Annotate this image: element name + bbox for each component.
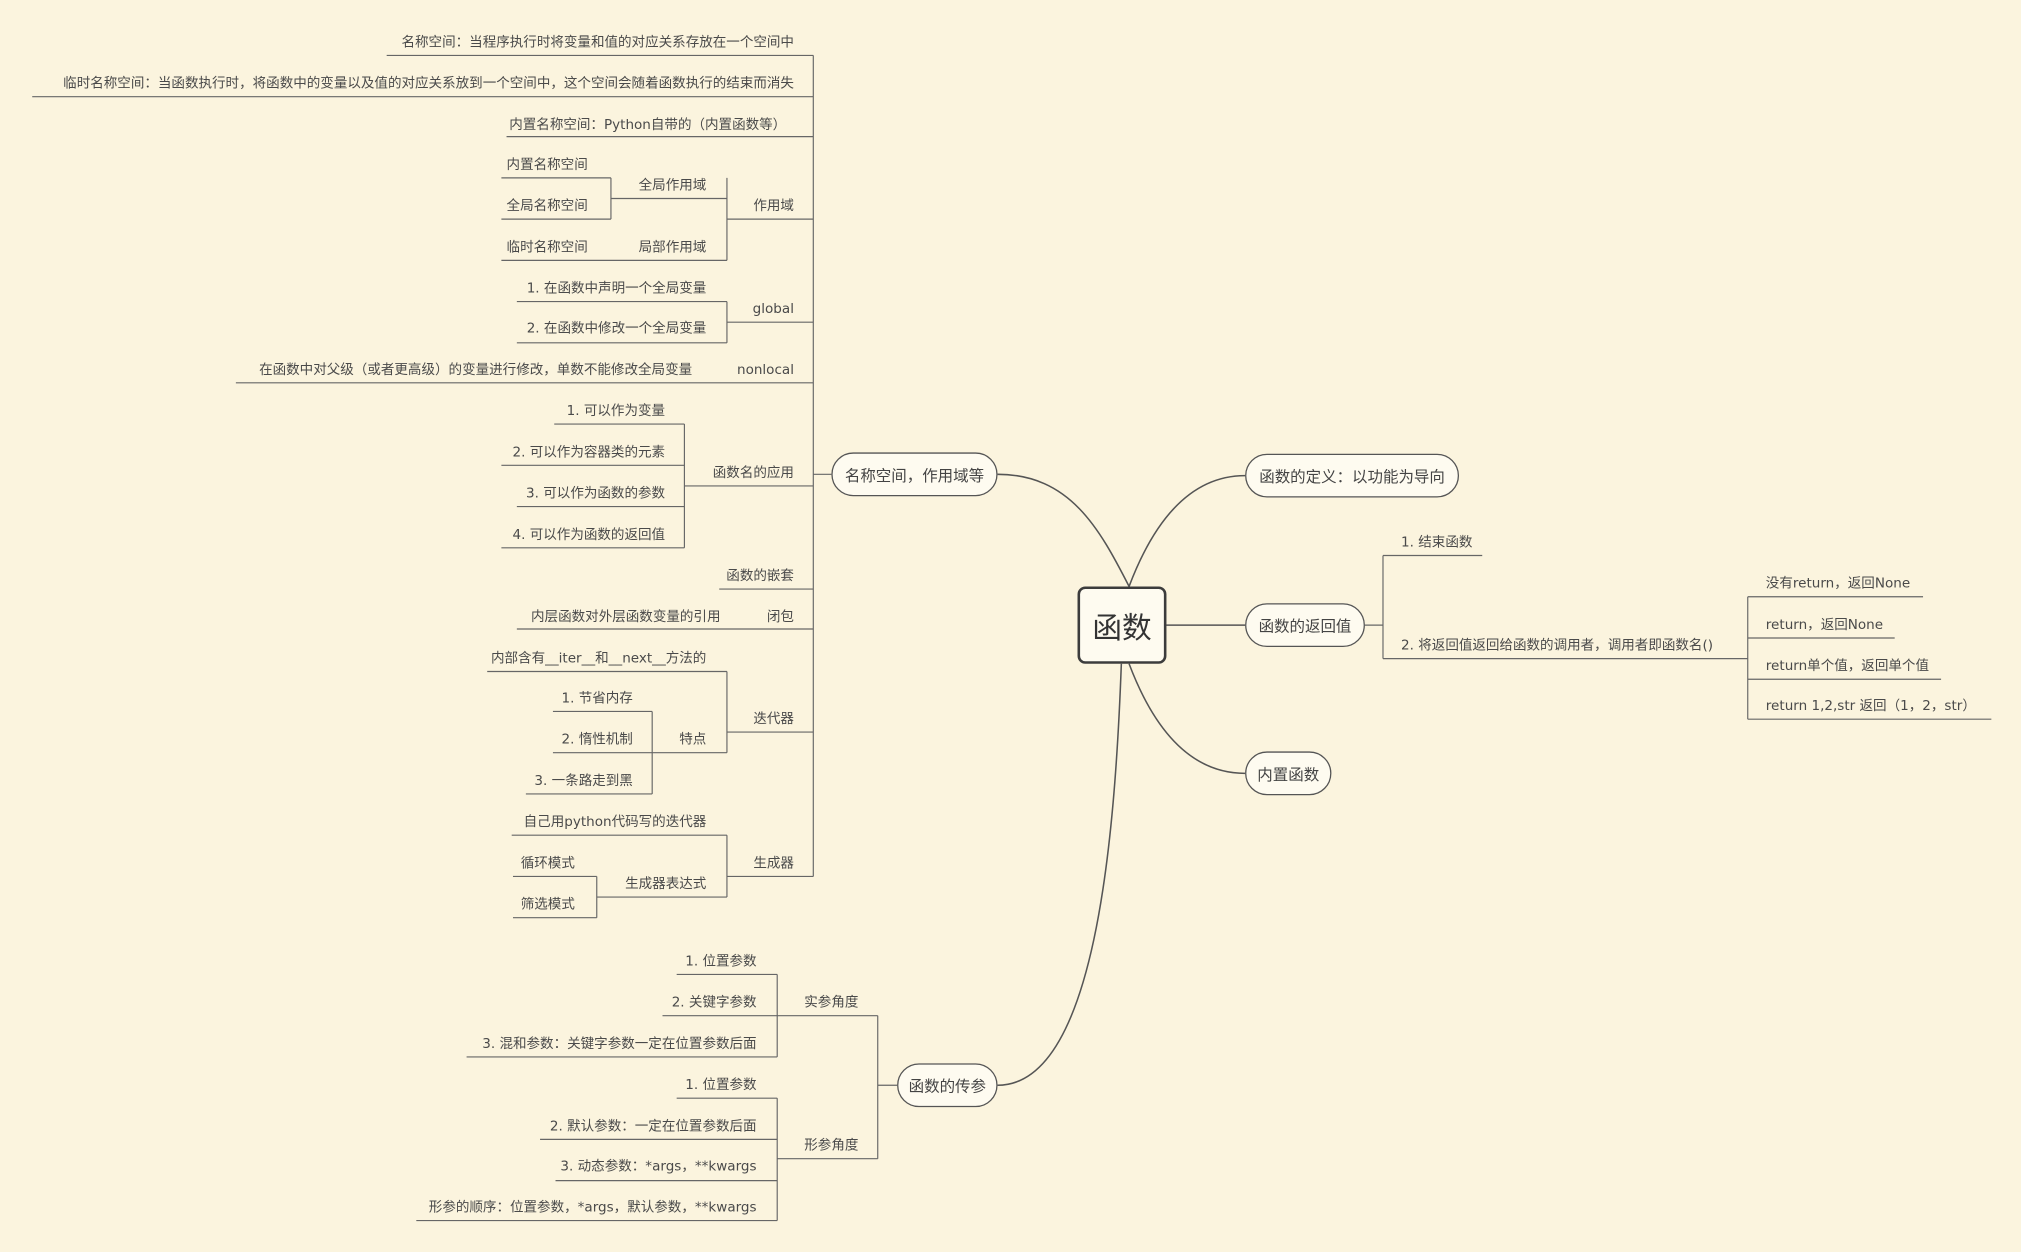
formal-param-item[interactable]: 形参的顺序：位置参数，*args，默认参数，**kwargs bbox=[428, 1199, 757, 1216]
branch-params[interactable]: 函数的传参 bbox=[897, 1063, 998, 1108]
branch-namespace[interactable]: 名称空间，作用域等 bbox=[831, 452, 998, 497]
branch-return-value[interactable]: 函数的返回值 bbox=[1245, 603, 1365, 648]
iterator-label[interactable]: 迭代器 bbox=[753, 711, 794, 727]
iterator-desc[interactable]: 内部含有__iter__和__next__方法的 bbox=[490, 650, 707, 667]
fn-name-item[interactable]: 1. 可以作为变量 bbox=[566, 403, 666, 419]
global-scope-label[interactable]: 全局作用域 bbox=[638, 177, 707, 194]
generator-mode[interactable]: 循环模式 bbox=[520, 855, 575, 872]
generator-desc[interactable]: 自己用python代码写的迭代器 bbox=[523, 814, 707, 831]
iterator-feature[interactable]: 2. 惰性机制 bbox=[561, 732, 633, 748]
actual-param-item[interactable]: 3. 混和参数：关键字参数一定在位置参数后面 bbox=[482, 1036, 757, 1052]
formal-param-item[interactable]: 2. 默认参数：一定在位置参数后面 bbox=[549, 1118, 757, 1135]
fn-name-item[interactable]: 4. 可以作为函数的返回值 bbox=[512, 527, 666, 543]
global-keyword-label[interactable]: global bbox=[752, 301, 794, 318]
root-topic[interactable]: 函数 bbox=[1077, 586, 1167, 664]
global-scope-item[interactable]: 全局名称空间 bbox=[506, 198, 588, 214]
scope-label[interactable]: 作用域 bbox=[753, 198, 794, 214]
actual-param-item[interactable]: 1. 位置参数 bbox=[685, 953, 757, 970]
fn-name-label[interactable]: 函数名的应用 bbox=[712, 465, 794, 481]
return-sub-item[interactable]: return单个值，返回单个值 bbox=[1765, 658, 1929, 675]
closure-desc[interactable]: 内层函数对外层函数变量的引用 bbox=[531, 609, 721, 626]
generator-label[interactable]: 生成器 bbox=[753, 855, 794, 872]
closure-label[interactable]: 闭包 bbox=[766, 609, 794, 626]
local-scope-label[interactable]: 局部作用域 bbox=[638, 239, 707, 256]
fn-name-item[interactable]: 3. 可以作为函数的参数 bbox=[526, 485, 666, 502]
return-sub-item[interactable]: 没有return，返回None bbox=[1765, 576, 1911, 592]
return-sub-item[interactable]: return 1,2,str 返回（1，2，str） bbox=[1765, 698, 1976, 715]
generator-expr-label[interactable]: 生成器表达式 bbox=[625, 876, 707, 892]
return-item[interactable]: 1. 结束函数 bbox=[1401, 534, 1473, 551]
nonlocal-desc[interactable]: 在函数中对父级（或者更高级）的变量进行修改，单数不能修改全局变量 bbox=[259, 362, 693, 378]
global-item[interactable]: 2. 在函数中修改一个全局变量 bbox=[526, 320, 707, 337]
global-scope-item[interactable]: 内置名称空间 bbox=[506, 157, 588, 173]
nonlocal-label[interactable]: nonlocal bbox=[736, 362, 794, 378]
generator-mode[interactable]: 筛选模式 bbox=[520, 897, 575, 913]
actual-param-item[interactable]: 2. 关键字参数 bbox=[671, 995, 757, 1011]
return-item[interactable]: 2. 将返回值返回给函数的调用者，调用者即函数名() bbox=[1401, 638, 1714, 654]
iterator-feature[interactable]: 3. 一条路走到黑 bbox=[534, 773, 633, 789]
local-scope-item[interactable]: 临时名称空间 bbox=[506, 239, 588, 256]
branch-builtin[interactable]: 内置函数 bbox=[1245, 751, 1332, 796]
builtin-namespace-label[interactable]: 内置名称空间：Python自带的（内置函数等） bbox=[509, 117, 787, 133]
branch-definition[interactable]: 函数的定义：以功能为导向 bbox=[1245, 453, 1460, 498]
nesting-label[interactable]: 函数的嵌套 bbox=[726, 568, 794, 584]
global-item[interactable]: 1. 在函数中声明一个全局变量 bbox=[526, 280, 707, 297]
fn-name-item[interactable]: 2. 可以作为容器类的元素 bbox=[512, 444, 666, 461]
actual-params-label[interactable]: 实参角度 bbox=[804, 995, 859, 1011]
namespace-label[interactable]: 名称空间：当程序执行时将变量和值的对应关系存放在一个空间中 bbox=[401, 34, 794, 51]
formal-param-item[interactable]: 3. 动态参数：*args，**kwargs bbox=[560, 1158, 757, 1175]
temp-namespace-label[interactable]: 临时名称空间：当函数执行时，将函数中的变量以及值的对应关系放到一个空间中，这个空… bbox=[63, 76, 794, 92]
iterator-features-label[interactable]: 特点 bbox=[679, 732, 707, 748]
return-sub-item[interactable]: return，返回None bbox=[1765, 617, 1884, 633]
iterator-feature[interactable]: 1. 节省内存 bbox=[561, 690, 633, 707]
formal-param-item[interactable]: 1. 位置参数 bbox=[685, 1077, 757, 1093]
formal-params-label[interactable]: 形参角度 bbox=[804, 1138, 859, 1154]
